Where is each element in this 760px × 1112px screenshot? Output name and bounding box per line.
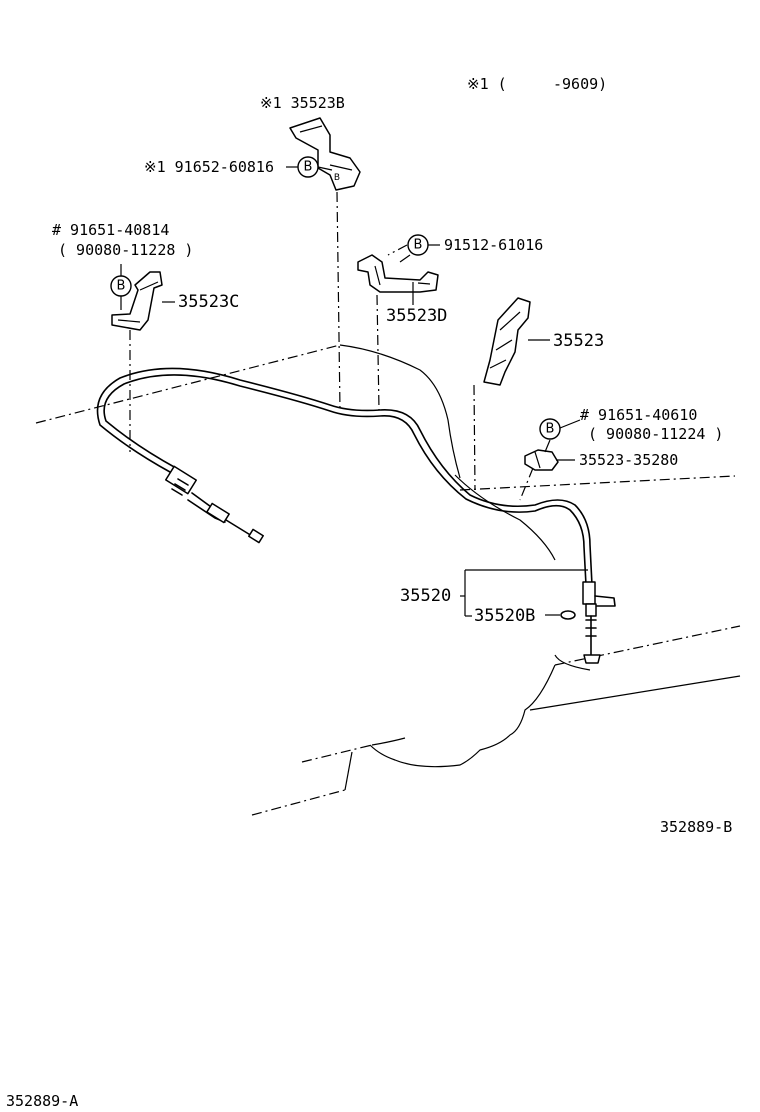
label-35523C: 35523C	[178, 292, 239, 312]
part-labels: ※1 ( -9609) ※1 35523B ※1 91652-60816 # 9…	[6, 75, 732, 1110]
bracket-35523B: B	[289, 117, 361, 191]
label-35523-35280: 35523-35280	[579, 451, 678, 469]
label-91652-60816: ※1 91652-60816	[144, 158, 274, 176]
note-header-mark: ※1 (	[467, 75, 507, 93]
label-90080-11224: ( 90080-11224 )	[588, 425, 723, 443]
bracket-mark: B	[334, 173, 340, 183]
svg-text:B: B	[117, 279, 126, 294]
label-35523D: 35523D	[386, 306, 447, 326]
vehicle-outline	[35, 344, 741, 816]
svg-text:B: B	[414, 238, 423, 253]
label-91651-40610: # 91651-40610	[580, 406, 697, 424]
leader-lines	[129, 191, 534, 501]
label-35523: 35523	[553, 331, 604, 351]
callout-leaders	[120, 166, 588, 617]
figure-code-b: 352889-B	[660, 818, 732, 836]
bracket-35523D	[357, 254, 439, 293]
svg-text:B: B	[546, 422, 555, 437]
b-marker-91651-40610: B	[539, 418, 561, 440]
b-marker-35523C: B	[110, 275, 132, 297]
bracket-35523	[483, 297, 531, 386]
label-91512-61016: 91512-61016	[444, 236, 543, 254]
label-90080-11228: ( 90080-11228 )	[58, 241, 193, 259]
figure-code-a: 352889-A	[6, 1092, 78, 1110]
clip-35523-35280	[524, 449, 559, 471]
parking-brake-cable	[96, 367, 616, 664]
label-91651-40814: # 91651-40814	[52, 221, 169, 239]
label-35520B: 35520B	[474, 606, 535, 626]
ring-35520B	[560, 610, 576, 620]
bracket-35523C	[111, 271, 163, 331]
label-35520: 35520	[400, 586, 451, 606]
b-marker-91512: B	[407, 234, 429, 256]
label-35523B: ※1 35523B	[260, 94, 345, 112]
svg-text:B: B	[304, 160, 313, 175]
b-marker-91652: B	[297, 156, 319, 178]
note-header-code: -9609)	[553, 75, 607, 93]
